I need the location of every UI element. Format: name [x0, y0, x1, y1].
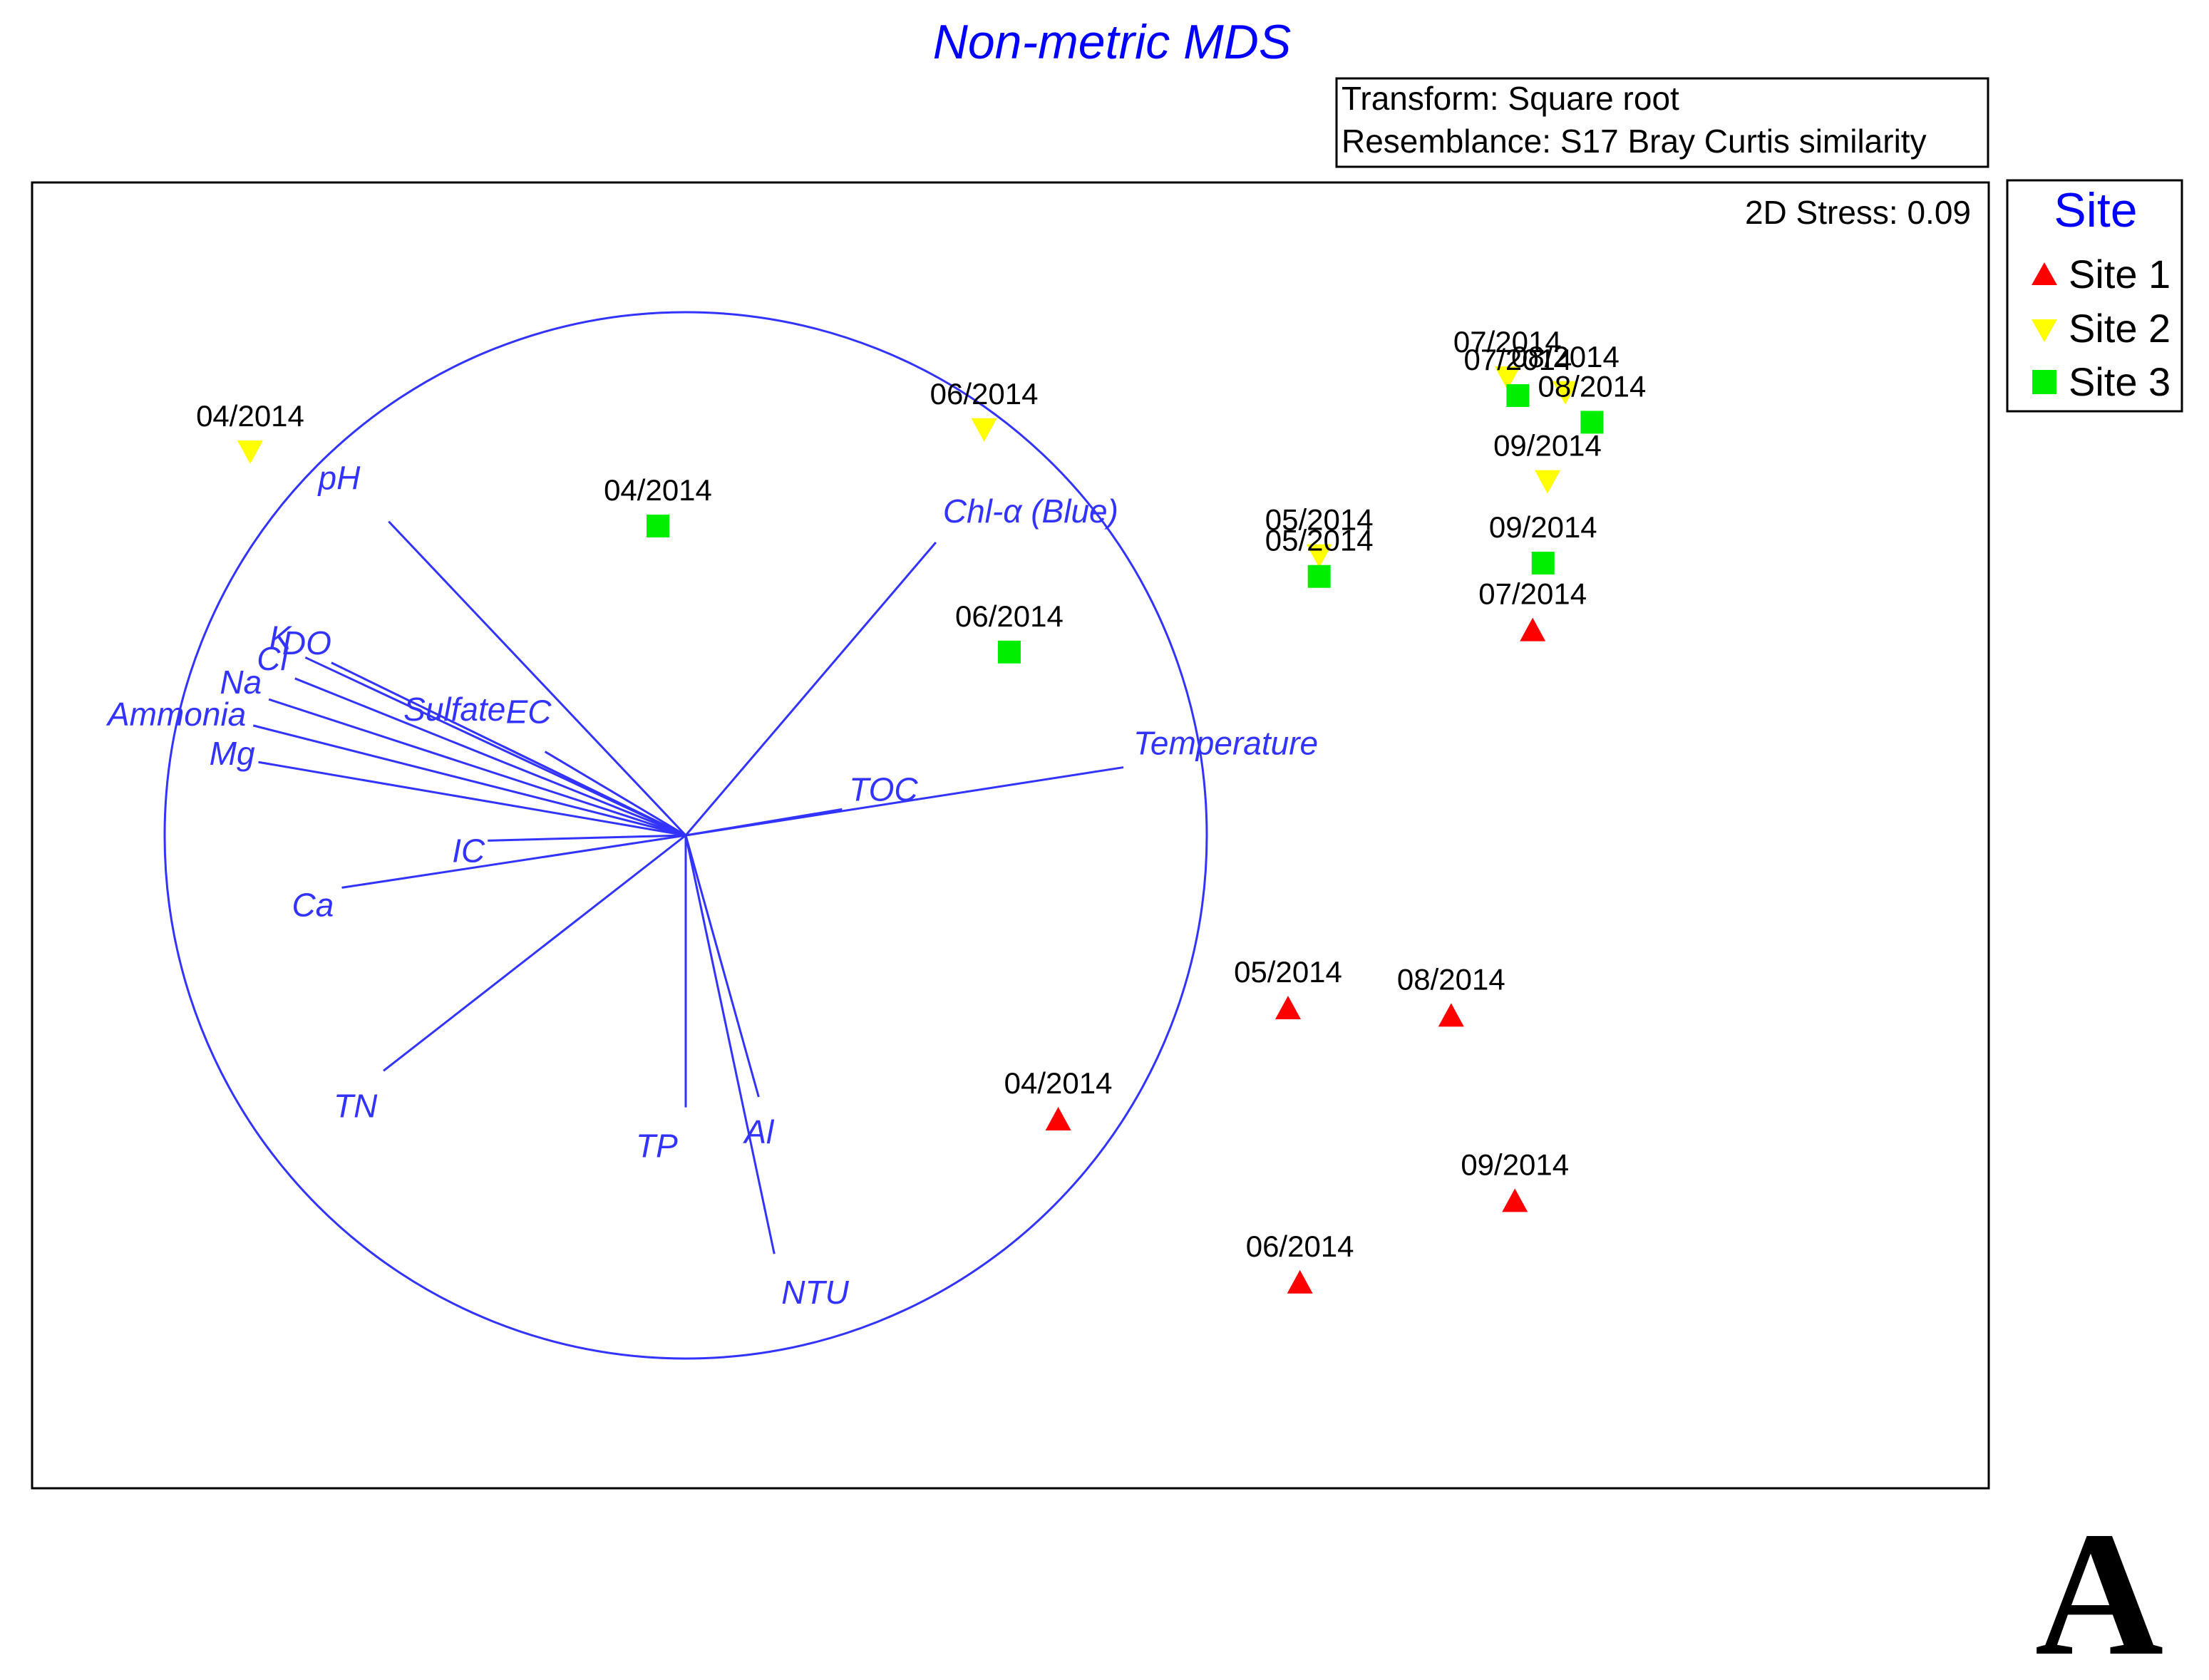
- vector-label-ca: Ca: [292, 886, 334, 923]
- legend-label-site-1: Site 1: [2069, 252, 2171, 297]
- vector-ntu: [684, 835, 776, 1254]
- sample-points: 04/201405/201406/201407/201408/201409/20…: [196, 325, 1646, 1294]
- info-resemblance: Resemblance: S17 Bray Curtis similarity: [1342, 123, 1927, 160]
- point-label-site-2-04-2014: 04/2014: [196, 399, 304, 433]
- point-label-site-3-06-2014: 06/2014: [955, 599, 1064, 633]
- vector-al: [684, 835, 760, 1098]
- legend-title: Site: [2054, 183, 2137, 237]
- info-box: Transform: Square root Resemblance: S17 …: [1335, 77, 1989, 168]
- point-site-2-05-2014: [1306, 544, 1332, 568]
- vector-ph: [388, 520, 687, 837]
- vector-mg: [258, 761, 686, 837]
- vector-tn: [383, 834, 686, 1072]
- point-label-site-3-09-2014: 09/2014: [1489, 510, 1597, 544]
- legend-marker-site-3: [2032, 370, 2056, 394]
- vector-ec: [544, 751, 686, 837]
- plot-frame: [31, 181, 1990, 1490]
- point-label-site-3-04-2014: 04/2014: [604, 473, 712, 507]
- vector-label-ec: EC: [506, 694, 552, 731]
- point-site-2-09-2014: [1535, 470, 1560, 494]
- chart-title: Non-metric MDS: [933, 15, 1292, 69]
- vector-label-cl: Cl: [257, 640, 289, 677]
- point-site-2-08-2014: [1552, 381, 1578, 405]
- legend: Site Site 1 Site 2 Site 3: [2006, 179, 2183, 413]
- vector-cl: [294, 677, 686, 837]
- point-site-1-04-2014: [1045, 1107, 1071, 1130]
- point-label-site-2-07-2014: 07/2014: [1453, 325, 1562, 359]
- info-box-frame: [1335, 77, 1989, 168]
- point-site-1-08-2014: [1438, 1003, 1464, 1027]
- stress-label: 2D Stress: 0.09: [1745, 194, 1971, 231]
- point-site-3-06-2014: [997, 640, 1021, 664]
- vector-label-temperature: Temperature: [1133, 725, 1318, 762]
- vector-toc: [685, 808, 843, 837]
- point-site-1-07-2014: [1520, 617, 1546, 641]
- vector-label-toc: TOC: [849, 771, 918, 808]
- legend-marker-site-1: [2032, 262, 2057, 285]
- vector-label-ph: pH: [317, 460, 361, 497]
- point-site-3-09-2014: [1531, 552, 1555, 574]
- vector-ic: [488, 834, 686, 842]
- point-site-1-05-2014: [1275, 996, 1301, 1019]
- point-site-3-07-2014: [1506, 383, 1530, 407]
- vector-k: [304, 656, 686, 837]
- point-site-3-08-2014: [1580, 411, 1604, 434]
- vector-label-k: K: [269, 619, 293, 656]
- point-label-site-2-05-2014: 05/2014: [1265, 503, 1374, 537]
- vector-label-ntu: NTU: [781, 1274, 849, 1311]
- point-site-3-04-2014: [647, 515, 669, 537]
- info-transform: Transform: Square root: [1342, 80, 1679, 117]
- vector-label-na: Na: [220, 664, 262, 701]
- legend-label-site-2: Site 2: [2069, 306, 2171, 351]
- point-label-site-1-05-2014: 05/2014: [1234, 955, 1342, 989]
- vector-label-ic: IC: [452, 832, 485, 869]
- vector-label-chl-blue: Chl-α (Blue): [943, 493, 1118, 530]
- legend-label-site-3: Site 3: [2069, 359, 2171, 404]
- vector-label-tp: TP: [636, 1128, 678, 1165]
- point-label-site-3-08-2014: 08/2014: [1538, 369, 1646, 403]
- point-site-1-06-2014: [1287, 1269, 1313, 1294]
- point-site-2-06-2014: [971, 418, 997, 442]
- point-site-3-05-2014: [1307, 565, 1331, 588]
- vector-sulfate: [503, 745, 686, 837]
- point-label-site-2-06-2014: 06/2014: [930, 377, 1039, 411]
- point-label-site-1-06-2014: 06/2014: [1246, 1230, 1354, 1263]
- panel-letter: A: [2035, 1495, 2164, 1680]
- point-site-1-09-2014: [1502, 1188, 1528, 1212]
- vector-na: [268, 698, 686, 837]
- point-label-site-1-04-2014: 04/2014: [1004, 1066, 1113, 1100]
- correlation-circle: [163, 311, 1208, 1360]
- vector-label-sulfate: Sulfate: [403, 691, 505, 728]
- vector-label-ammonia: Ammonia: [105, 696, 246, 733]
- vector-label-al: Al: [742, 1113, 775, 1150]
- vector-ca: [341, 834, 686, 889]
- point-label-site-3-07-2014: 07/2014: [1463, 343, 1572, 376]
- vector-label-do: DO: [282, 624, 331, 661]
- vector-label-tn: TN: [334, 1087, 378, 1124]
- vector-label-mg: Mg: [210, 735, 255, 772]
- point-label-site-3-05-2014: 05/2014: [1265, 524, 1374, 557]
- vector-chl-blue: [684, 541, 937, 836]
- point-label-site-1-08-2014: 08/2014: [1397, 962, 1505, 996]
- point-site-2-07-2014: [1494, 366, 1520, 390]
- point-label-site-2-09-2014: 09/2014: [1493, 429, 1602, 463]
- point-label-site-1-07-2014: 07/2014: [1478, 577, 1587, 611]
- vector-ammonia: [252, 724, 686, 837]
- point-label-site-1-09-2014: 09/2014: [1461, 1148, 1569, 1181]
- point-label-site-2-08-2014: 08/2014: [1511, 340, 1620, 373]
- point-site-2-04-2014: [237, 440, 263, 464]
- legend-marker-site-2: [2032, 319, 2057, 342]
